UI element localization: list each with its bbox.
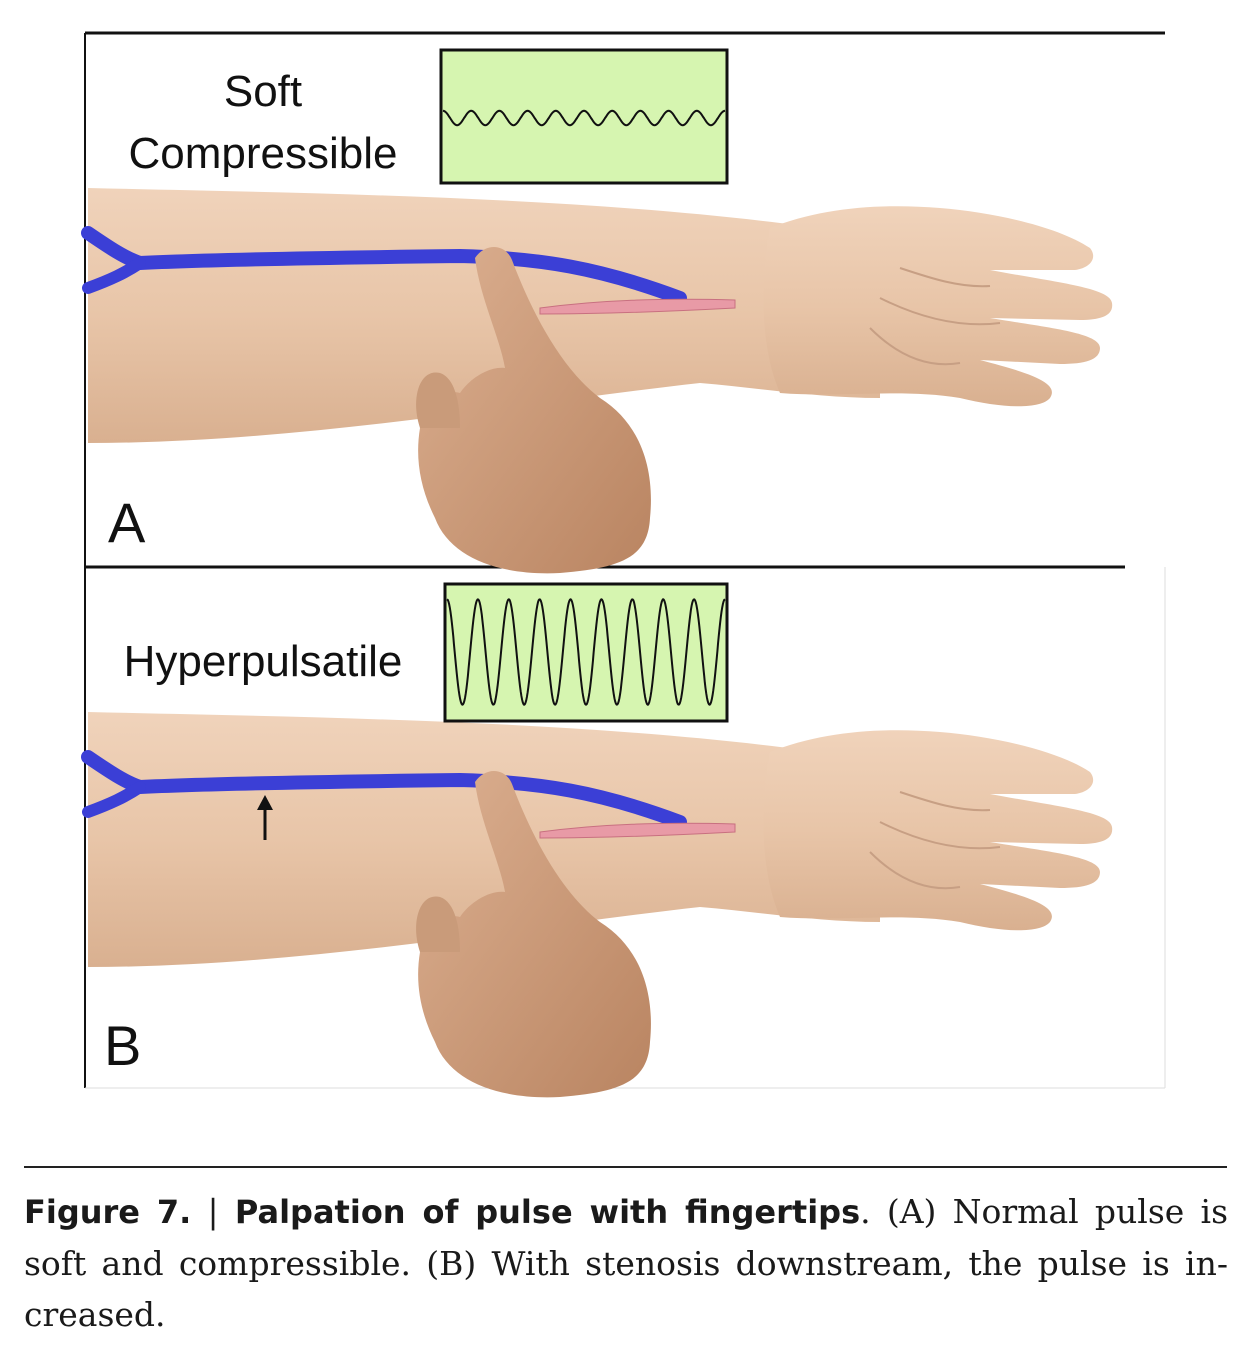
figure-caption: Figure 7. | Palpation of pulse with fing… [24, 1186, 1228, 1340]
panel-b-label: Hyperpulsatile [124, 637, 403, 686]
caption-text: . (A) Normal pulse is soft and compressi… [24, 1192, 1228, 1283]
panel-a-label-line-2: Compressible [129, 129, 398, 178]
forearm-illustration-b [88, 712, 1112, 1097]
panel-a-pulse-waveform [442, 109, 726, 127]
caption-divider [24, 1166, 1227, 1168]
figure-title: Palpation of pulse with fingertips [234, 1193, 861, 1231]
stenosis-arrow-icon [257, 795, 273, 840]
panel-a-waveform-box [439, 48, 729, 185]
figure-illustration: Soft Compressible A Hyperpulsatile B [0, 31, 1166, 1150]
panel-a-letter: A [108, 491, 146, 554]
panel-a-label-line-1: Soft [224, 67, 302, 116]
panel-b-letter: B [104, 1014, 141, 1077]
panel-a: Soft Compressible A [85, 31, 1165, 573]
caption-text-continued: creased. [24, 1295, 166, 1334]
forearm-illustration-a [88, 188, 1112, 573]
panel-b: Hyperpulsatile B [85, 567, 1166, 1097]
figure-label: Figure 7. [24, 1193, 192, 1231]
panel-b-waveform-box [443, 582, 729, 723]
caption-separator: | [207, 1192, 219, 1231]
panel-b-pulse-waveform [446, 598, 726, 706]
